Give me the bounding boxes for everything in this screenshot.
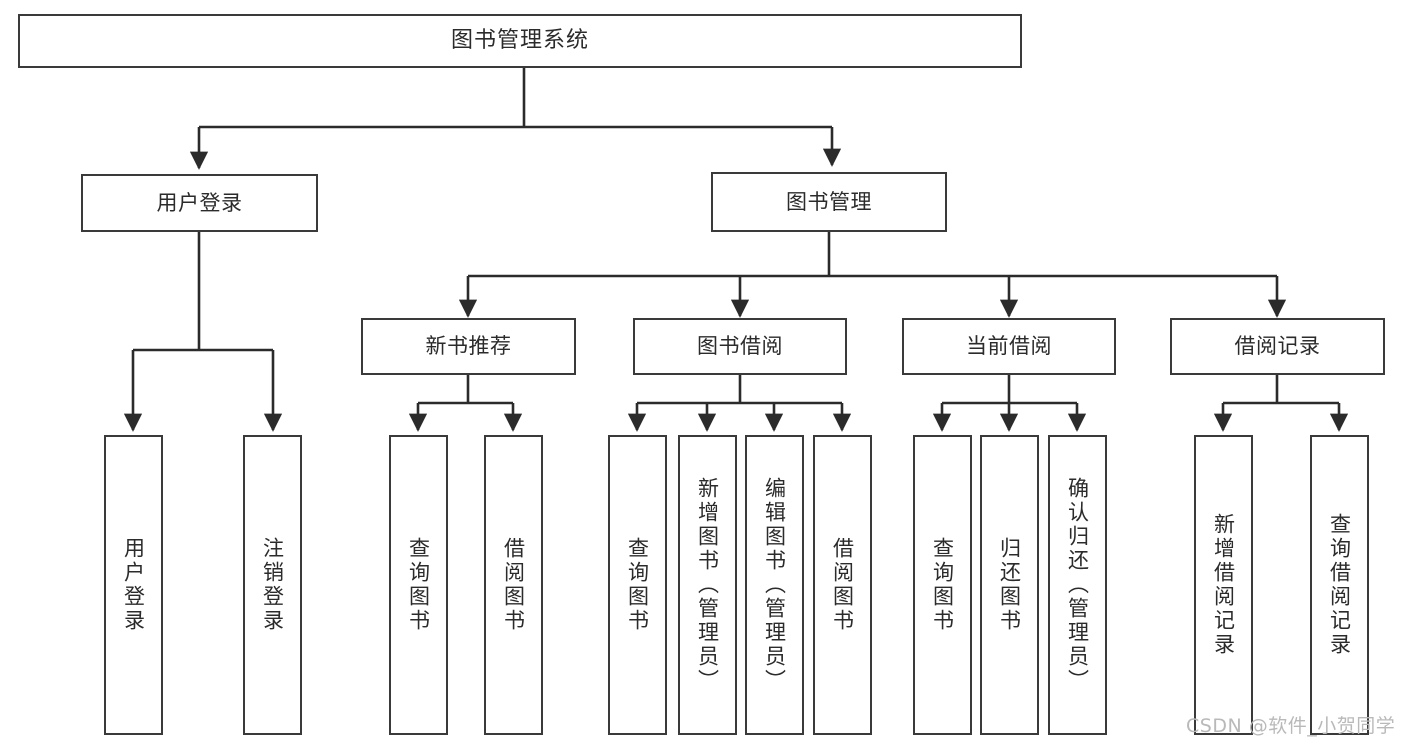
watermark-text: CSDN @软件_小贺同学 — [1186, 715, 1396, 737]
node-book-management[interactable]: 图书管理 — [711, 172, 947, 232]
node-label: 借阅记录 — [1234, 334, 1321, 359]
node-label: 查询图书 — [625, 537, 650, 633]
leaf-record-add[interactable]: 新增借阅记录 — [1194, 435, 1253, 735]
node-label: 新增图书（管理员） — [695, 477, 720, 693]
node-label: 编辑图书（管理员） — [762, 477, 787, 693]
leaf-borrow-borrow-book[interactable]: 借阅图书 — [813, 435, 872, 735]
leaf-user-login-login[interactable]: 用户登录 — [104, 435, 163, 735]
leaf-current-query-book[interactable]: 查询图书 — [913, 435, 972, 735]
leaf-current-return-book[interactable]: 归还图书 — [980, 435, 1039, 735]
leaf-new-book-query[interactable]: 查询图书 — [389, 435, 448, 735]
node-root-system[interactable]: 图书管理系统 — [18, 14, 1022, 68]
node-label: 新书推荐 — [425, 334, 512, 359]
node-label: 查询图书 — [930, 537, 955, 633]
node-label: 当前借阅 — [966, 334, 1052, 359]
leaf-current-confirm-return[interactable]: 确认归还（管理员） — [1048, 435, 1107, 735]
node-label: 查询图书 — [406, 537, 431, 633]
leaf-borrow-edit-book[interactable]: 编辑图书（管理员） — [745, 435, 804, 735]
node-book-borrow[interactable]: 图书借阅 — [633, 318, 847, 375]
leaf-borrow-add-book[interactable]: 新增图书（管理员） — [678, 435, 737, 735]
leaf-borrow-query-book[interactable]: 查询图书 — [608, 435, 667, 735]
node-new-book-recommend[interactable]: 新书推荐 — [361, 318, 576, 375]
node-label: 注销登录 — [260, 537, 285, 633]
node-label: 图书借阅 — [697, 334, 783, 359]
leaf-user-login-logout[interactable]: 注销登录 — [243, 435, 302, 735]
leaf-record-query[interactable]: 查询借阅记录 — [1310, 435, 1369, 735]
node-label: 借阅图书 — [830, 537, 855, 633]
node-label: 用户登录 — [156, 190, 243, 215]
node-label: 归还图书 — [997, 537, 1022, 633]
node-user-login[interactable]: 用户登录 — [81, 174, 318, 232]
node-label: 图书管理 — [786, 189, 872, 214]
leaf-new-book-borrow[interactable]: 借阅图书 — [484, 435, 543, 735]
node-label: 查询借阅记录 — [1327, 513, 1352, 657]
node-label: 新增借阅记录 — [1211, 513, 1236, 657]
node-current-borrow[interactable]: 当前借阅 — [902, 318, 1116, 375]
node-label: 借阅图书 — [501, 537, 526, 633]
node-label: 用户登录 — [121, 537, 146, 633]
node-label: 图书管理系统 — [450, 28, 589, 54]
node-label: 确认归还（管理员） — [1065, 477, 1090, 693]
node-borrow-record[interactable]: 借阅记录 — [1170, 318, 1385, 375]
